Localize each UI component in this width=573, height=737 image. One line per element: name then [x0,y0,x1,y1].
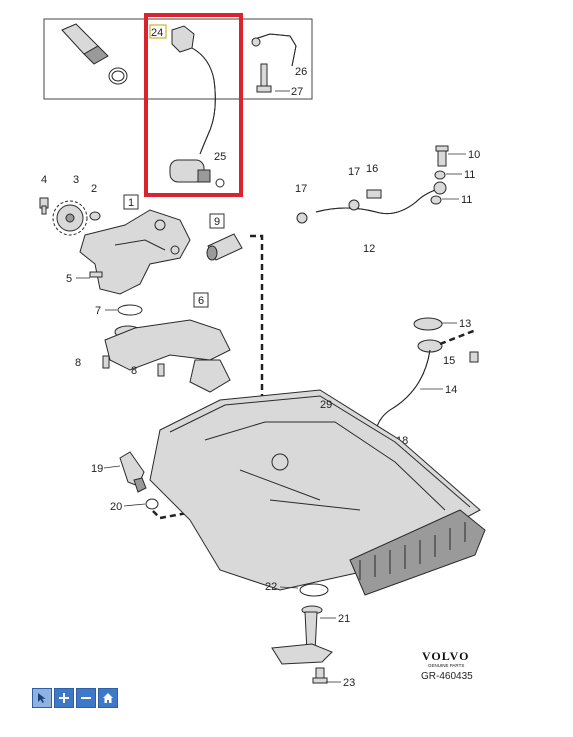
detail-box [43,18,313,100]
label-8a: 8 [75,357,81,369]
label-10: 10 [468,149,480,161]
label-2: 2 [91,183,97,195]
pointer-button[interactable] [32,688,52,708]
label-6: 6 [198,295,204,307]
label-17a: 17 [295,183,307,195]
oil-pan [149,389,486,596]
zoom-out-icon [81,697,91,699]
label-15: 15 [443,355,455,367]
part-label-box-1 [123,194,139,210]
label-17b: 17 [348,166,360,178]
label-11b: 11 [461,194,472,206]
label-27: 27 [291,86,303,98]
drain-21 [271,605,333,665]
volvo-logo: VOLVO [422,649,469,663]
o-ring-7 [117,304,143,316]
oil-pickup [104,319,231,393]
label-26: 26 [295,66,307,78]
home-icon [103,693,113,703]
label-25: 25 [214,151,226,163]
label-3: 3 [73,174,79,186]
label-7: 7 [95,305,101,317]
bolt-23 [312,667,328,684]
oil-level-sensor [169,25,225,188]
label-5: 5 [66,273,72,285]
label-9: 9 [214,216,220,228]
bracket-pipe [251,33,297,67]
label-4: 4 [41,174,47,186]
bolt-5 [89,271,103,278]
highlight-frame [144,13,243,197]
part-label-box-6 [193,292,209,308]
bolt-27 [256,63,272,93]
label-12: 12 [363,243,375,255]
sprocket [52,200,88,236]
washer-2 [89,211,101,221]
washer-20 [145,498,159,510]
pointer-icon [38,693,46,703]
label-22: 22 [265,581,277,593]
home-button[interactable] [98,688,118,708]
volvo-genuine-parts: GENUINE PARTS [428,663,464,668]
oil-return-pipe-14 [375,317,443,435]
label-11a: 11 [464,169,475,181]
fitting-16 [366,189,382,199]
label-19: 19 [91,463,103,475]
o-ring-22 [299,583,329,597]
diagram-toolbar [32,688,118,708]
label-8b: 8 [131,365,137,377]
diagram-reference: GR-460435 [421,671,473,682]
label-21: 21 [338,613,350,625]
part-label-box-9 [209,213,225,229]
label-23: 23 [343,677,355,689]
zoom-in-icon [59,693,69,703]
oil-pipe-12 [315,181,447,215]
label-13: 13 [459,318,471,330]
bolt-4 [39,197,49,215]
label-1: 1 [128,197,134,209]
tube-9 [206,233,243,261]
zoom-in-button[interactable] [54,688,74,708]
label-16: 16 [366,163,378,175]
label-29: 29 [320,399,332,411]
zoom-out-button[interactable] [76,688,96,708]
oil-pump [79,209,191,295]
label-24: 24 [151,27,163,39]
bolt-10 [435,145,449,167]
washer-17 [296,212,308,224]
dashed-connector [151,234,264,520]
label-14: 14 [445,384,457,396]
dashed-connector-small [439,328,477,346]
label-20: 20 [110,501,122,513]
sensor-19 [119,451,147,493]
oil-pressure-sensor [61,23,128,85]
